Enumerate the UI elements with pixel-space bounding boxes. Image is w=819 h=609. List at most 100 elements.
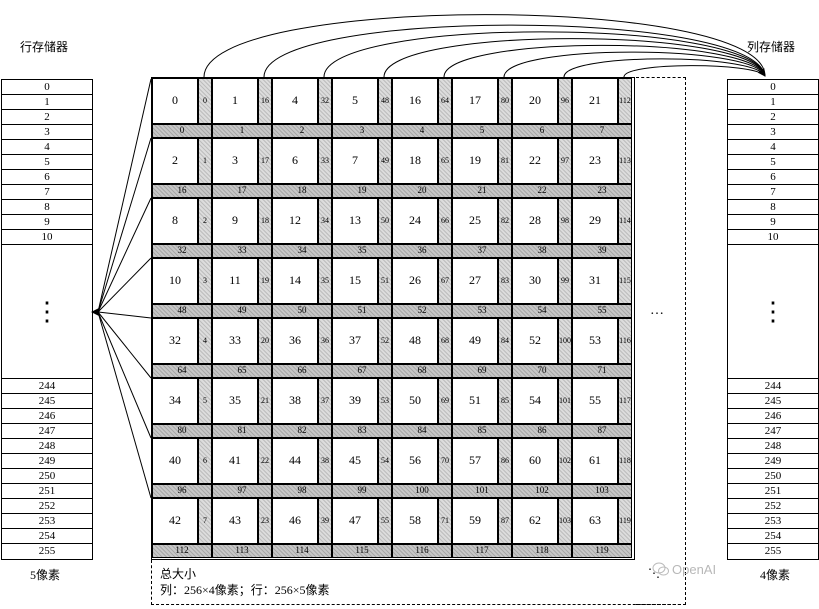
column-index-label: 54: [381, 456, 389, 465]
store-row: 250: [2, 469, 92, 484]
column-index-label: 97: [561, 156, 569, 165]
column-index-bar: 66: [438, 198, 452, 244]
grid-cell-value: 30: [529, 273, 541, 287]
column-index-label: 0: [203, 96, 207, 105]
grid-cell: 1: [212, 78, 258, 124]
row-index-bar: 39: [572, 244, 632, 258]
grid-cell-value: 11: [229, 273, 241, 287]
grid-cell: 34: [152, 378, 198, 424]
row-index-bar: 33: [212, 244, 272, 258]
column-index-label: 67: [441, 276, 449, 285]
column-index-label: 68: [441, 336, 449, 345]
row-index-label: 5: [479, 125, 485, 135]
grid-cell-value: 53: [589, 333, 601, 347]
grid-cell: 33: [212, 318, 258, 364]
store-row: 247: [2, 424, 92, 439]
row-index-bar: 64: [152, 364, 212, 378]
row-fan-line: [97, 78, 152, 313]
column-index-label: 34: [321, 216, 329, 225]
grid-cell: 7: [332, 138, 378, 184]
column-index-label: 84: [501, 336, 509, 345]
grid-cell-value: 52: [529, 333, 541, 347]
row-index-label: 23: [597, 185, 607, 195]
col-store-caption: 4像素: [760, 568, 791, 582]
grid-cell-value: 57: [469, 453, 481, 467]
column-index-bar: 116: [618, 318, 632, 364]
grid-cell: 59: [452, 498, 498, 544]
column-index-label: 18: [261, 216, 269, 225]
store-row: 1: [2, 95, 92, 110]
grid-cell-value: 18: [409, 153, 421, 167]
grid-cell: 52: [512, 318, 558, 364]
row-index-label: 117: [475, 545, 489, 555]
row-index-bar: 51: [332, 304, 392, 318]
column-index-label: 80: [501, 96, 509, 105]
row-index-bar: 7: [572, 124, 632, 138]
row-index-label: 21: [477, 185, 487, 195]
grid-cell: 11: [212, 258, 258, 304]
column-index-label: 114: [619, 216, 631, 225]
column-index-bar: 53: [378, 378, 392, 424]
row-index-bar: 71: [572, 364, 632, 378]
row-index-label: 96: [177, 485, 187, 495]
column-index-label: 118: [619, 456, 631, 465]
column-index-label: 33: [321, 156, 329, 165]
store-row: 254: [2, 529, 92, 544]
grid-cell: 24: [392, 198, 438, 244]
grid-cell: 23: [572, 138, 618, 184]
row-index-label: 81: [237, 425, 247, 435]
column-index-label: 65: [441, 156, 449, 165]
grid-cell-value: 14: [289, 273, 301, 287]
column-index-label: 99: [561, 276, 569, 285]
grid-cell: 40: [152, 438, 198, 484]
grid-cell: 10: [152, 258, 198, 304]
total-size-detail: 列：256×4像素；行：256×5像素: [160, 583, 330, 597]
row-index-label: 36: [417, 245, 427, 255]
row-index-label: 50: [297, 305, 307, 315]
grid-cell: 58: [392, 498, 438, 544]
row-index-bar: 112: [152, 544, 212, 558]
column-index-bar: 21: [258, 378, 272, 424]
row-index-bar: 84: [392, 424, 452, 438]
row-index-bar: 22: [512, 184, 572, 198]
store-row: 246: [2, 409, 92, 424]
grid-cell: 39: [332, 378, 378, 424]
row-index-label: 18: [297, 185, 307, 195]
row-index-label: 7: [599, 125, 605, 135]
grid-cell-value: 59: [469, 513, 481, 527]
grid-cell-value: 28: [529, 213, 541, 227]
column-index-bar: 32: [318, 78, 332, 124]
row-index-label: 48: [177, 305, 187, 315]
row-index-bar: 32: [152, 244, 212, 258]
column-index-bar: 70: [438, 438, 452, 484]
store-row: 6: [728, 170, 818, 185]
column-index-label: 113: [619, 156, 631, 165]
grid-cell-value: 63: [589, 513, 601, 527]
row-index-label: 97: [237, 485, 247, 495]
grid-cell-value: 13: [349, 213, 361, 227]
column-index-label: 22: [261, 456, 269, 465]
column-index-label: 51: [381, 276, 389, 285]
column-index-bar: 80: [498, 78, 512, 124]
column-index-bar: 35: [318, 258, 332, 304]
column-index-label: 50: [381, 216, 389, 225]
column-index-bar: 2: [198, 198, 212, 244]
grid-cell: 57: [452, 438, 498, 484]
column-index-label: 86: [501, 456, 509, 465]
row-index-bar: 118: [512, 544, 572, 558]
row-fan-line: [97, 137, 152, 313]
column-index-bar: 50: [378, 198, 392, 244]
grid-cell-value: 62: [529, 513, 541, 527]
watermark: OpenAI: [672, 562, 717, 577]
store-row: 245: [728, 394, 818, 409]
grid-cell: 29: [572, 198, 618, 244]
grid-cell: 15: [332, 258, 378, 304]
grid-cell: 62: [512, 498, 558, 544]
row-index-label: 33: [237, 245, 247, 255]
column-index-bar: 49: [378, 138, 392, 184]
row-index-label: 70: [537, 365, 547, 375]
row-index-bar: 101: [452, 484, 512, 498]
grid-cell-value: 6: [292, 153, 298, 167]
column-index-label: 101: [559, 396, 571, 405]
